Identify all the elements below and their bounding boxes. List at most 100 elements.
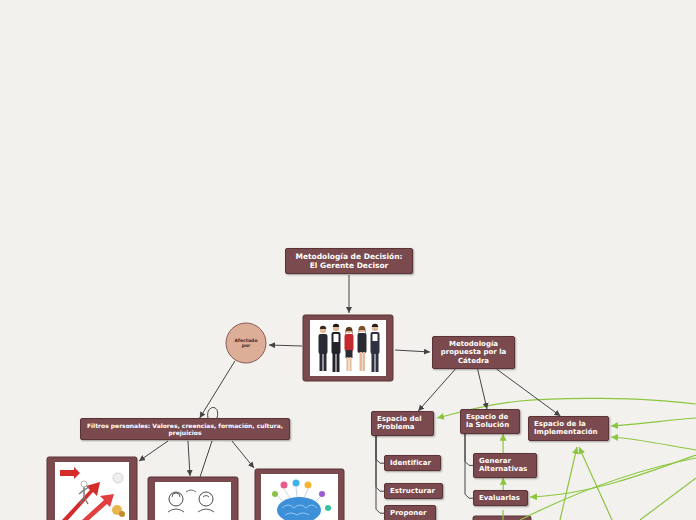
drawing-part: [350, 357, 352, 371]
drawing-part: [325, 505, 331, 511]
drawing-part: [333, 325, 339, 331]
drawing-part: [261, 474, 338, 520]
node-text: Espacio de la Implementación: [534, 420, 603, 437]
person-figure: [319, 326, 328, 371]
drawing-part: [560, 447, 577, 520]
relation-lines: [437, 398, 696, 520]
drawing-part: [320, 327, 326, 333]
branch-connector: [465, 434, 473, 498]
drawing-part: [372, 353, 375, 372]
drawing-part: [305, 482, 312, 489]
drawing-part: [293, 480, 300, 487]
drawing-part: [360, 352, 363, 371]
drawing-part: [334, 334, 339, 342]
drawing-part: [373, 334, 378, 341]
drawing-part: [611, 418, 696, 426]
drawing-part: [346, 350, 353, 358]
topic-box: Espacio de la Implementación: [528, 416, 609, 441]
person-figure: [332, 324, 341, 372]
drawing-part: [376, 353, 379, 372]
person-figure: [371, 324, 380, 372]
topic-box: Espacio del Problema: [371, 411, 434, 436]
drawing-part: [502, 510, 503, 520]
topic-box: Espacio de la Solución: [460, 409, 520, 434]
drawing-part: [395, 350, 430, 352]
connector-circle: Afectado por: [225, 322, 267, 364]
sketch-picture: [148, 477, 238, 520]
drawing-part: [47, 457, 137, 520]
node-text: Evaluarlas: [479, 494, 522, 502]
drawing-part: [208, 407, 218, 418]
drawing-part: [371, 332, 380, 354]
node-text: Afectado por: [230, 338, 262, 348]
drawing-part: [333, 353, 336, 372]
drawing-part: [579, 447, 612, 520]
drawing-part: [520, 458, 696, 520]
drawing-part: [303, 315, 393, 381]
drawing-part: [188, 441, 190, 476]
subtopic-box: Estructurar: [384, 483, 443, 499]
drawing-part: [119, 511, 125, 517]
branch-connector: [418, 369, 455, 411]
drawing-part: [269, 345, 302, 346]
circle-shape: [226, 323, 266, 363]
subtopic-box: Proponer: [384, 505, 436, 520]
relation-arrow: [502, 434, 503, 453]
drawing-part: [332, 332, 341, 354]
branch-connector: [200, 361, 235, 418]
node-text: Proponer: [390, 509, 430, 517]
root-box: Metodología de Decisión: El Gerente Deci…: [285, 248, 413, 274]
person-figure: [358, 326, 367, 371]
drawing-part: [611, 437, 696, 450]
drawing-part: [372, 324, 378, 327]
drawing-part: [281, 482, 288, 489]
node-text: Identificar: [390, 459, 435, 467]
topic-box: Filtros personales: Valores, creencias, …: [80, 418, 290, 440]
drawing-part: [169, 492, 183, 506]
drawing-part: [346, 327, 353, 335]
drawing-part: [81, 481, 87, 487]
drawing-part: [349, 275, 350, 313]
branch-connector: [376, 436, 384, 513]
drawing-part: [530, 455, 696, 497]
drawing-part: [310, 320, 386, 376]
person-figure: [345, 327, 354, 371]
drawing-part: [278, 487, 320, 502]
drawing-part: [232, 441, 254, 468]
node-text: Filtros personales: Valores, creencias, …: [86, 422, 284, 436]
drawing-part: [640, 478, 696, 520]
topic-box: Metodología propuesta por la Cátedra: [432, 336, 515, 369]
branch-connector: [376, 436, 384, 463]
drawing-part: [337, 353, 340, 372]
drawing-part: [347, 357, 349, 371]
node-text: Metodología de Decisión: El Gerente Deci…: [291, 252, 407, 270]
drawing-part: [168, 493, 214, 512]
drawing-part: [320, 353, 323, 371]
drawing-part: [139, 441, 168, 461]
relation-arrow: [503, 478, 504, 490]
drawing-part: [372, 325, 378, 331]
business-team-picture: [303, 315, 393, 381]
drawing-part: [155, 482, 231, 520]
subtopic-box: Evaluarlas: [473, 490, 528, 506]
drawing-part: [200, 441, 212, 477]
drawing-part: [79, 487, 89, 504]
drawing-part: [358, 333, 367, 353]
branch-connector: [465, 434, 473, 466]
drawing-part: [272, 491, 278, 497]
node-text: Espacio de la Solución: [466, 413, 514, 430]
drawing-part: [277, 497, 321, 520]
node-text: Metodología propuesta por la Cátedra: [438, 340, 509, 365]
drawing-part: [82, 494, 114, 520]
drawing-part: [148, 477, 238, 520]
drawing-part: [319, 334, 328, 354]
drawing-part: [55, 462, 129, 520]
drawing-part: [60, 467, 80, 479]
node-text: Estructurar: [390, 487, 437, 495]
subtopic-box: Identificar: [384, 455, 441, 471]
brain-picture: [255, 469, 344, 520]
drawing-part: [319, 491, 325, 497]
subtopic-box: Generar Alternativas: [473, 453, 537, 478]
node-text: Generar Alternativas: [479, 457, 531, 474]
